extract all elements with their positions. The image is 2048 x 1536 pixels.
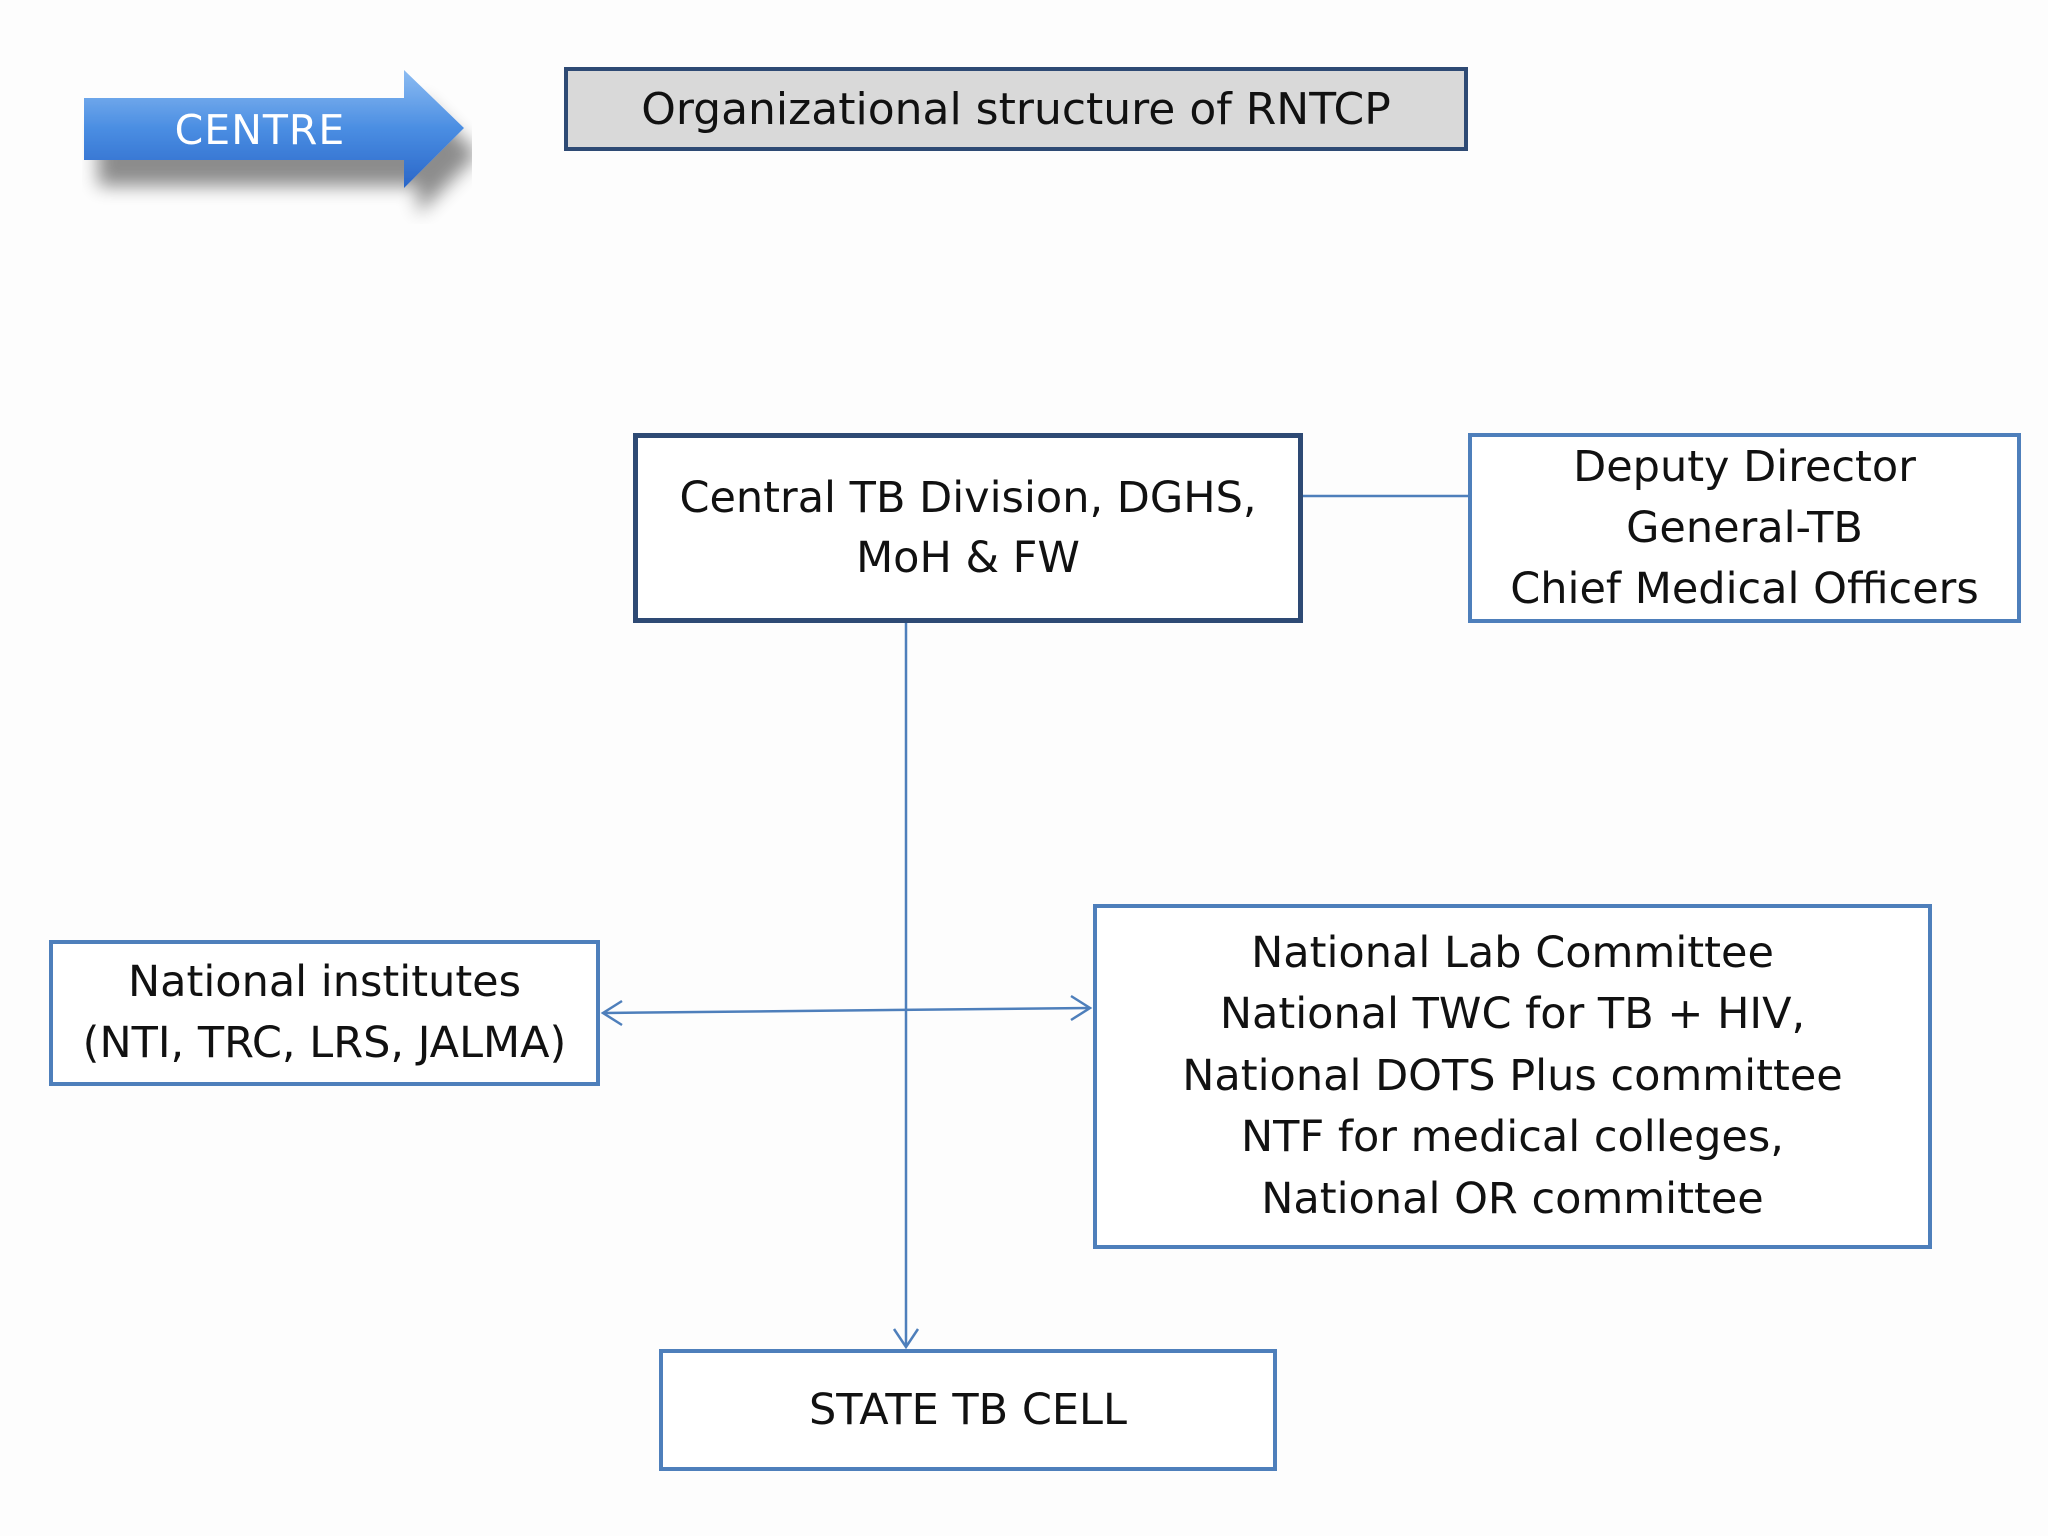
arrowhead-state [892,1328,920,1350]
central-line-1: Central TB Division, DGHS, [679,473,1257,523]
central-tb-division-box: Central TB Division, DGHS, MoH & FW [633,433,1303,623]
arrowhead-committees [1070,994,1093,1022]
centre-label: CENTRE [174,106,346,154]
page-title: Organizational structure of RNTCP [564,67,1468,151]
institutes-line-2: (NTI, TRC, LRS, JALMA) [82,1018,567,1068]
state-tb-cell-box: STATE TB CELL [659,1349,1277,1471]
centre-arrow-icon [84,70,464,188]
central-line-2: MoH & FW [856,533,1080,583]
deputy-line-2: General-TB [1626,502,1863,553]
deputy-director-box: Deputy Director General-TB Chief Medical… [1468,433,2021,623]
state-label: STATE TB CELL [809,1385,1127,1435]
institutes-line-1: National institutes [127,957,522,1007]
national-institutes-box: National institutes (NTI, TRC, LRS, JALM… [49,940,600,1086]
committees-line-4: NTF for medical colleges, [1241,1112,1784,1163]
committees-line-2: National TWC for TB + HIV, [1219,989,1806,1040]
deputy-line-3: Chief Medical Officers [1510,563,1979,614]
national-committees-box: National Lab Committee National TWC for … [1093,904,1932,1249]
deputy-line-1: Deputy Director [1573,441,1916,492]
connector-institutes-committees [603,1006,1090,1015]
arrowhead-institutes [600,999,623,1027]
committees-line-3: National DOTS Plus committee [1182,1050,1843,1101]
committees-line-1: National Lab Committee [1251,927,1774,978]
committees-line-5: National OR committee [1261,1173,1764,1224]
